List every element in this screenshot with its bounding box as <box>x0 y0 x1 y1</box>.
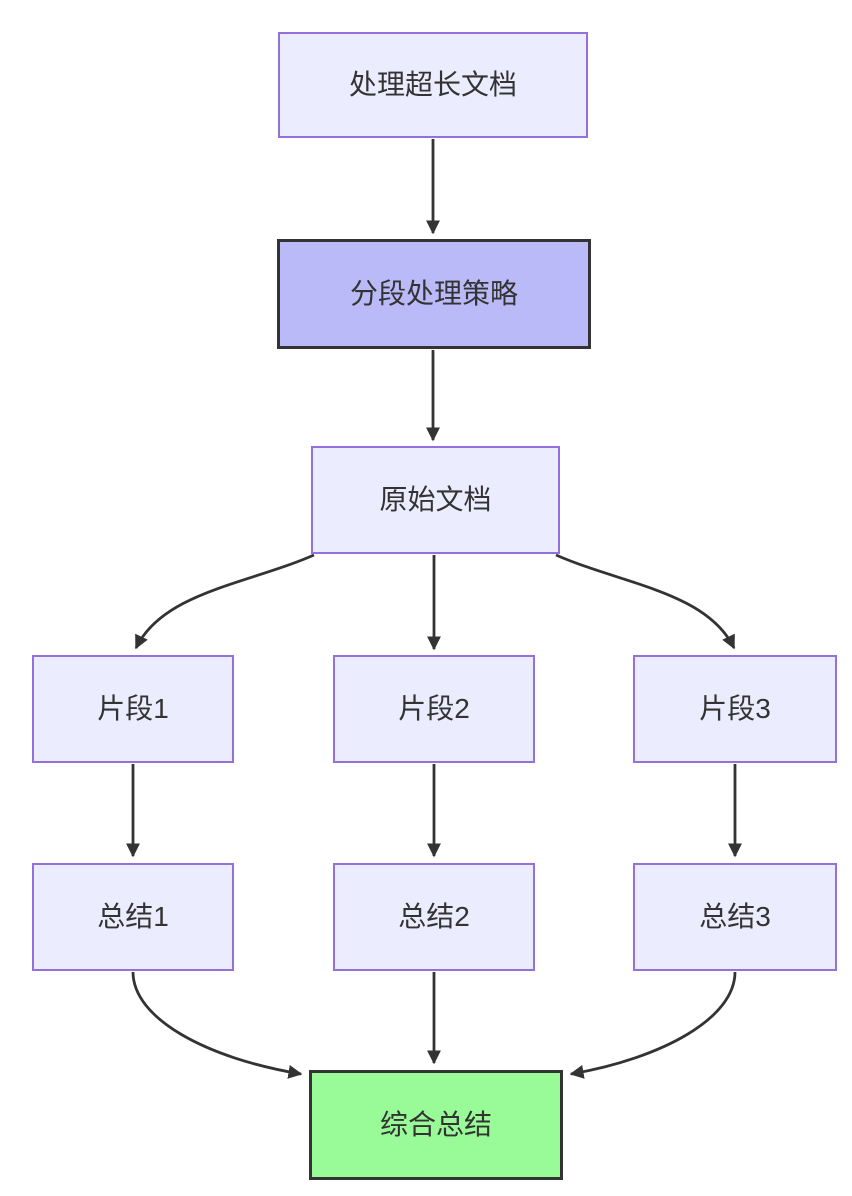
node-chunk-2-label: 片段2 <box>398 693 470 725</box>
node-chunk-2: 片段2 <box>333 655 535 763</box>
node-chunk-3: 片段3 <box>633 655 837 763</box>
node-chunk-3-label: 片段3 <box>699 693 771 725</box>
node-summary-2: 总结2 <box>333 863 535 971</box>
edge-E1-F <box>131 971 303 1079</box>
node-final-summary: 综合总结 <box>309 1070 563 1180</box>
node-final-summary-label: 综合总结 <box>379 1109 492 1141</box>
node-chunk-1-label: 片段1 <box>97 693 169 725</box>
node-summary-1-label: 总结1 <box>97 901 169 933</box>
node-summary-3: 总结3 <box>633 863 837 971</box>
edge-E3-F <box>569 971 737 1079</box>
node-source-doc: 原始文档 <box>311 446 560 554</box>
edge-C-D3 <box>555 553 736 650</box>
node-strategy-label: 分段处理策略 <box>349 278 518 310</box>
node-summary-1: 总结1 <box>32 863 234 971</box>
node-start: 处理超长文档 <box>278 32 588 138</box>
node-summary-3-label: 总结3 <box>699 901 771 933</box>
node-start-label: 处理超长文档 <box>348 69 517 101</box>
node-summary-2-label: 总结2 <box>398 901 470 933</box>
node-chunk-1: 片段1 <box>32 655 234 763</box>
edge-C-D1 <box>134 553 315 650</box>
node-strategy: 分段处理策略 <box>277 239 591 349</box>
node-source-doc-label: 原始文档 <box>379 484 492 516</box>
